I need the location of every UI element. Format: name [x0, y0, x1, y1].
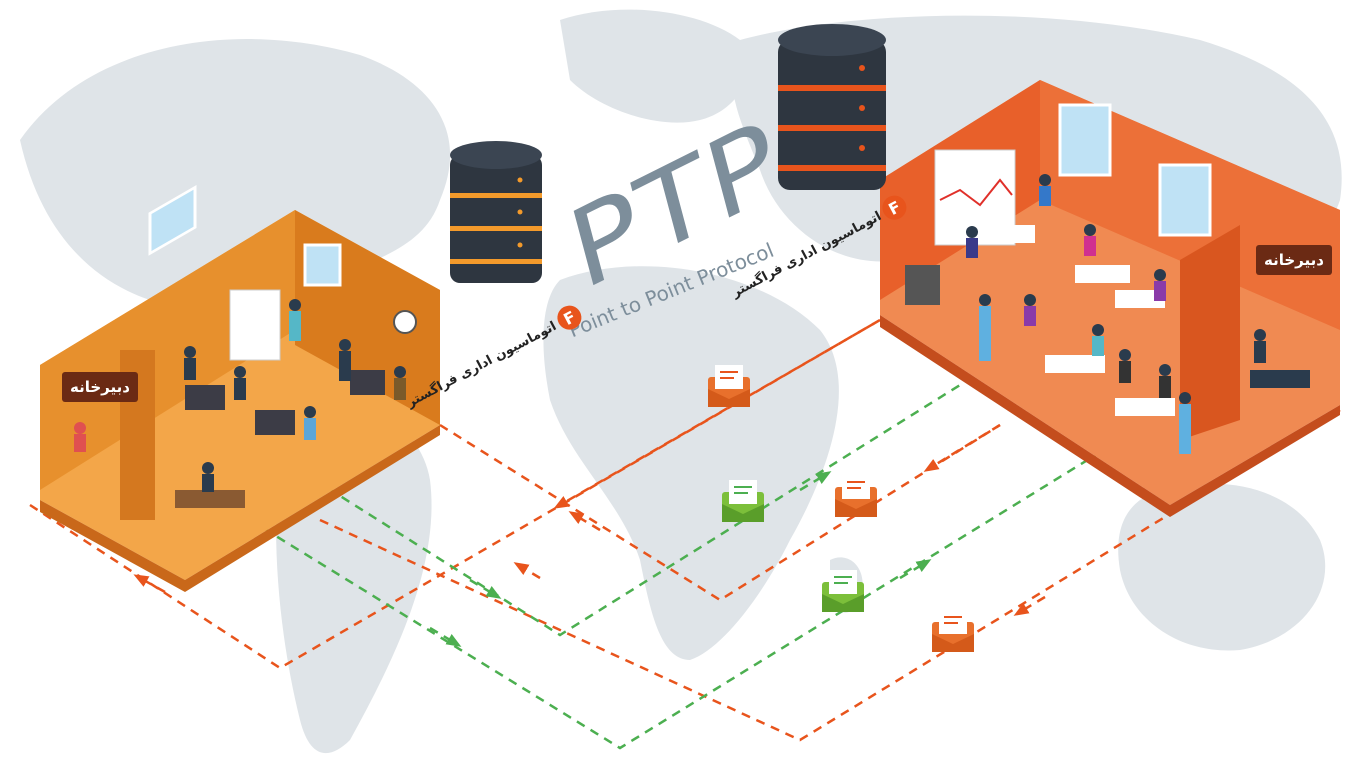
board-chart-line [939, 178, 1013, 207]
room-right-sign: دبیرخانه [1256, 245, 1332, 275]
orange-arrow-5 [133, 574, 166, 594]
clock-icon [393, 310, 417, 334]
room-left-sign: دبیرخانه [62, 372, 138, 402]
mail-envelope-icon [822, 570, 864, 612]
server-icon [450, 141, 542, 283]
orange-arrow-6 [1013, 595, 1046, 616]
green-arrow-3 [799, 471, 832, 492]
server-icon [778, 24, 886, 190]
window [148, 185, 197, 256]
mail-envelope-icon [722, 480, 764, 522]
orange-arrow-1 [553, 318, 881, 509]
mail-envelope-icon [932, 610, 974, 652]
desks [980, 225, 1310, 416]
partition [1180, 225, 1240, 440]
window [1058, 103, 1112, 177]
people [74, 299, 406, 492]
bookshelf [229, 289, 281, 361]
green-arrow-4 [899, 559, 932, 580]
orange-arrow-3 [568, 511, 601, 532]
printer [905, 265, 940, 305]
people [966, 174, 1266, 454]
window [303, 243, 342, 287]
mail-envelope-icon [708, 365, 750, 407]
mail-envelope-icon [835, 475, 877, 517]
desks [175, 370, 385, 508]
orange-arrow-2 [923, 423, 1001, 472]
window [1158, 163, 1212, 237]
orange-flow [29, 318, 1341, 742]
green-path-2 [249, 438, 1121, 750]
green-arrow-2 [429, 626, 462, 647]
orange-path-1 [439, 423, 1001, 602]
green-arrow-1 [469, 578, 502, 599]
orange-path-3 [319, 408, 1341, 742]
orange-arrow-4 [513, 562, 541, 580]
